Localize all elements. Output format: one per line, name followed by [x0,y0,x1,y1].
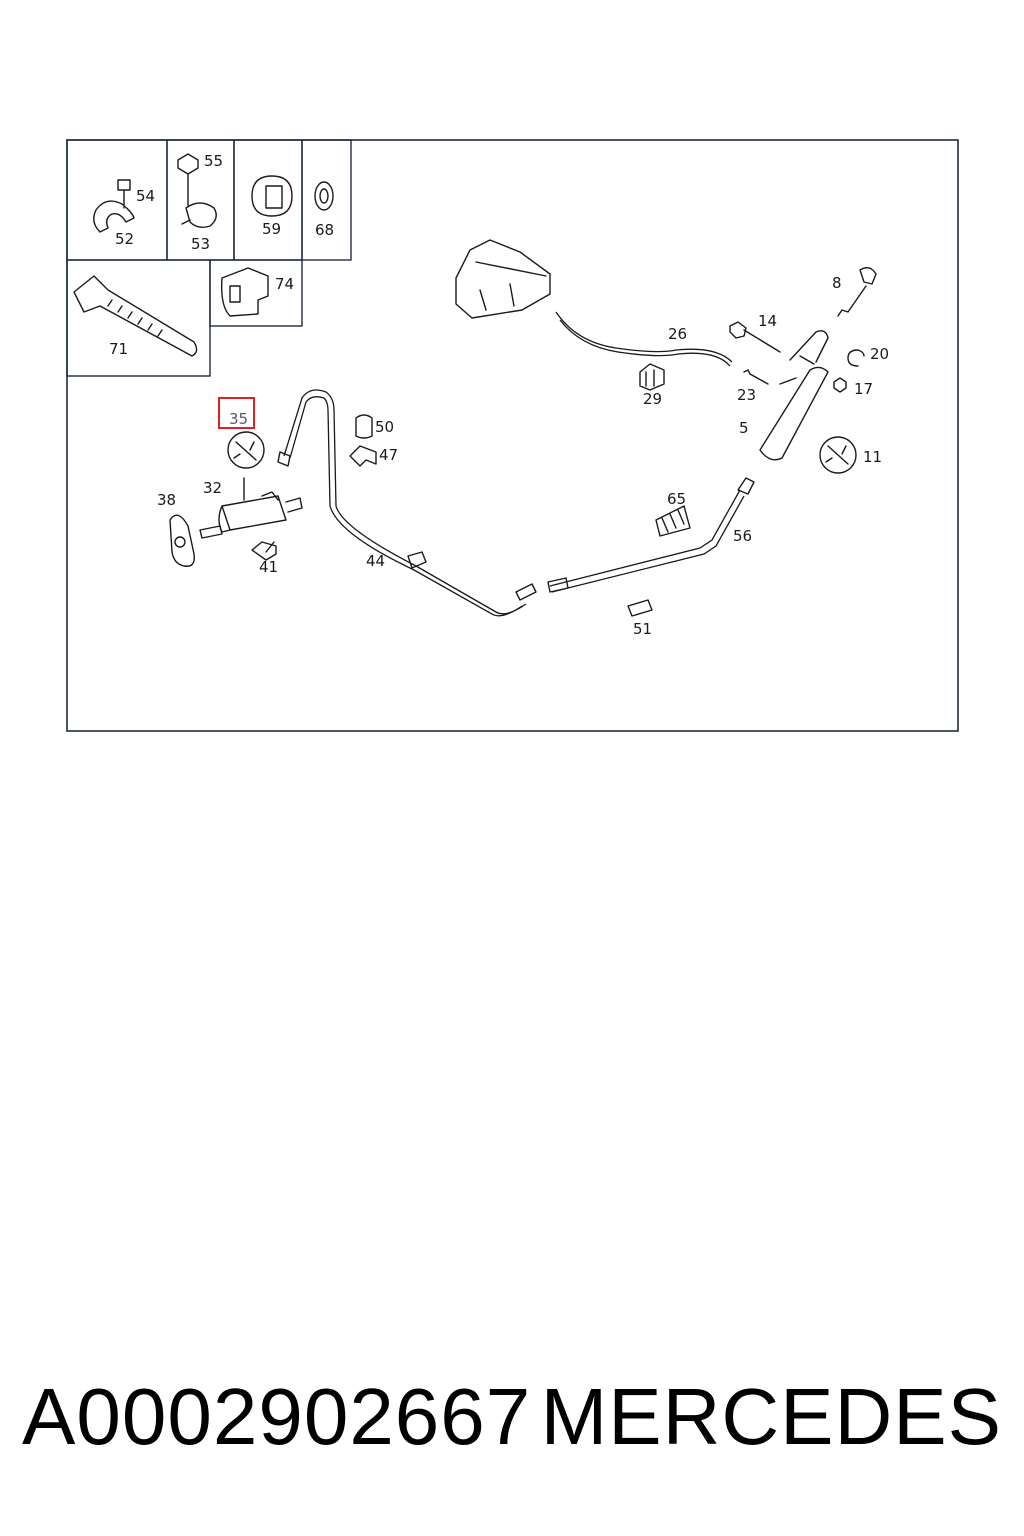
callout-50: 50 [375,418,394,436]
pipe-56-inner [551,495,745,593]
callout-53: 53 [191,235,210,253]
bolt-41-drawing [251,541,277,561]
brand-name: MERCEDES [540,1372,1002,1461]
pipe-44 [283,389,527,615]
diagram-frame [66,139,959,732]
gasket-38-drawing [169,514,195,567]
wrench-icon-11 [819,436,857,474]
master-cylinder-5-drawing [759,330,829,461]
parts-diagram-svg: 8 14 26 20 17 29 23 5 11 65 56 51 50 47 … [66,139,959,732]
callout-35-highlight [218,397,255,429]
callout-8: 8 [832,274,842,292]
pipe-56-fitting-left [547,577,569,593]
gasket-38-hole [174,536,186,548]
reservoir-drawing [455,239,551,319]
callout-labels: 8 14 26 20 17 29 23 5 11 65 56 51 50 47 … [109,152,889,638]
callout-41: 41 [259,558,278,576]
callout-52: 52 [115,230,134,248]
part-number: A0002902667 [22,1372,532,1461]
callout-51: 51 [633,620,652,638]
callout-54: 54 [136,187,155,205]
callout-11: 11 [863,448,882,466]
inset-boxes [66,139,352,377]
pipe-56-fitting-right [737,477,755,495]
bracket-47-drawing [349,445,377,467]
callout-74: 74 [275,275,294,293]
clip-50-drawing [355,414,373,439]
callout-26: 26 [668,325,687,343]
bolt-clip-53-55-drawing [177,153,217,229]
slave-cylinder-32-drawing [199,477,303,539]
screw-23-drawing [743,369,769,385]
callout-68: 68 [315,221,334,239]
pin-8-drawing [837,267,877,317]
callout-5: 5 [739,419,749,437]
hose-26 [555,311,733,363]
boot-29-drawing [639,363,665,391]
sleeve-51-drawing [627,599,653,617]
parts-diagram: 8 14 26 20 17 29 23 5 11 65 56 51 50 47 … [0,0,1024,760]
boot-65-drawing [655,505,691,537]
callout-65: 65 [667,490,686,508]
callout-55: 55 [204,152,223,170]
callout-38: 38 [157,491,176,509]
caption-bar: A0002902667 MERCEDES [0,1362,1024,1472]
pipe-44-fitting-mid [407,551,427,569]
pipe-44-fitting-top [277,451,291,467]
callout-35: 35 [229,410,248,428]
callout-47: 47 [379,446,398,464]
pipe-56 [549,489,741,587]
callout-20: 20 [870,345,889,363]
bolt-14-drawing [729,321,781,353]
callout-17: 17 [854,380,873,398]
callout-29: 29 [643,390,662,408]
pipe-44-fitting-end [515,583,537,601]
nut-17-drawing [833,377,847,393]
grommet-59-drawing [251,175,293,217]
grommet-68-drawing [314,181,334,211]
hose-26-inner [559,319,731,367]
callout-59: 59 [262,220,281,238]
cable-tie-71-drawing [73,275,198,357]
callout-71: 71 [109,340,128,358]
clip-74-drawing [220,267,269,317]
callout-56: 56 [733,527,752,545]
clip-52-54-drawing [93,179,135,233]
pipe-44-inner [289,396,523,617]
callout-14: 14 [758,312,777,330]
callout-32: 32 [203,479,222,497]
callout-44: 44 [366,552,385,570]
wrench-icon-35 [227,431,265,469]
clip-20-drawing [847,349,865,367]
callout-23: 23 [737,386,756,404]
